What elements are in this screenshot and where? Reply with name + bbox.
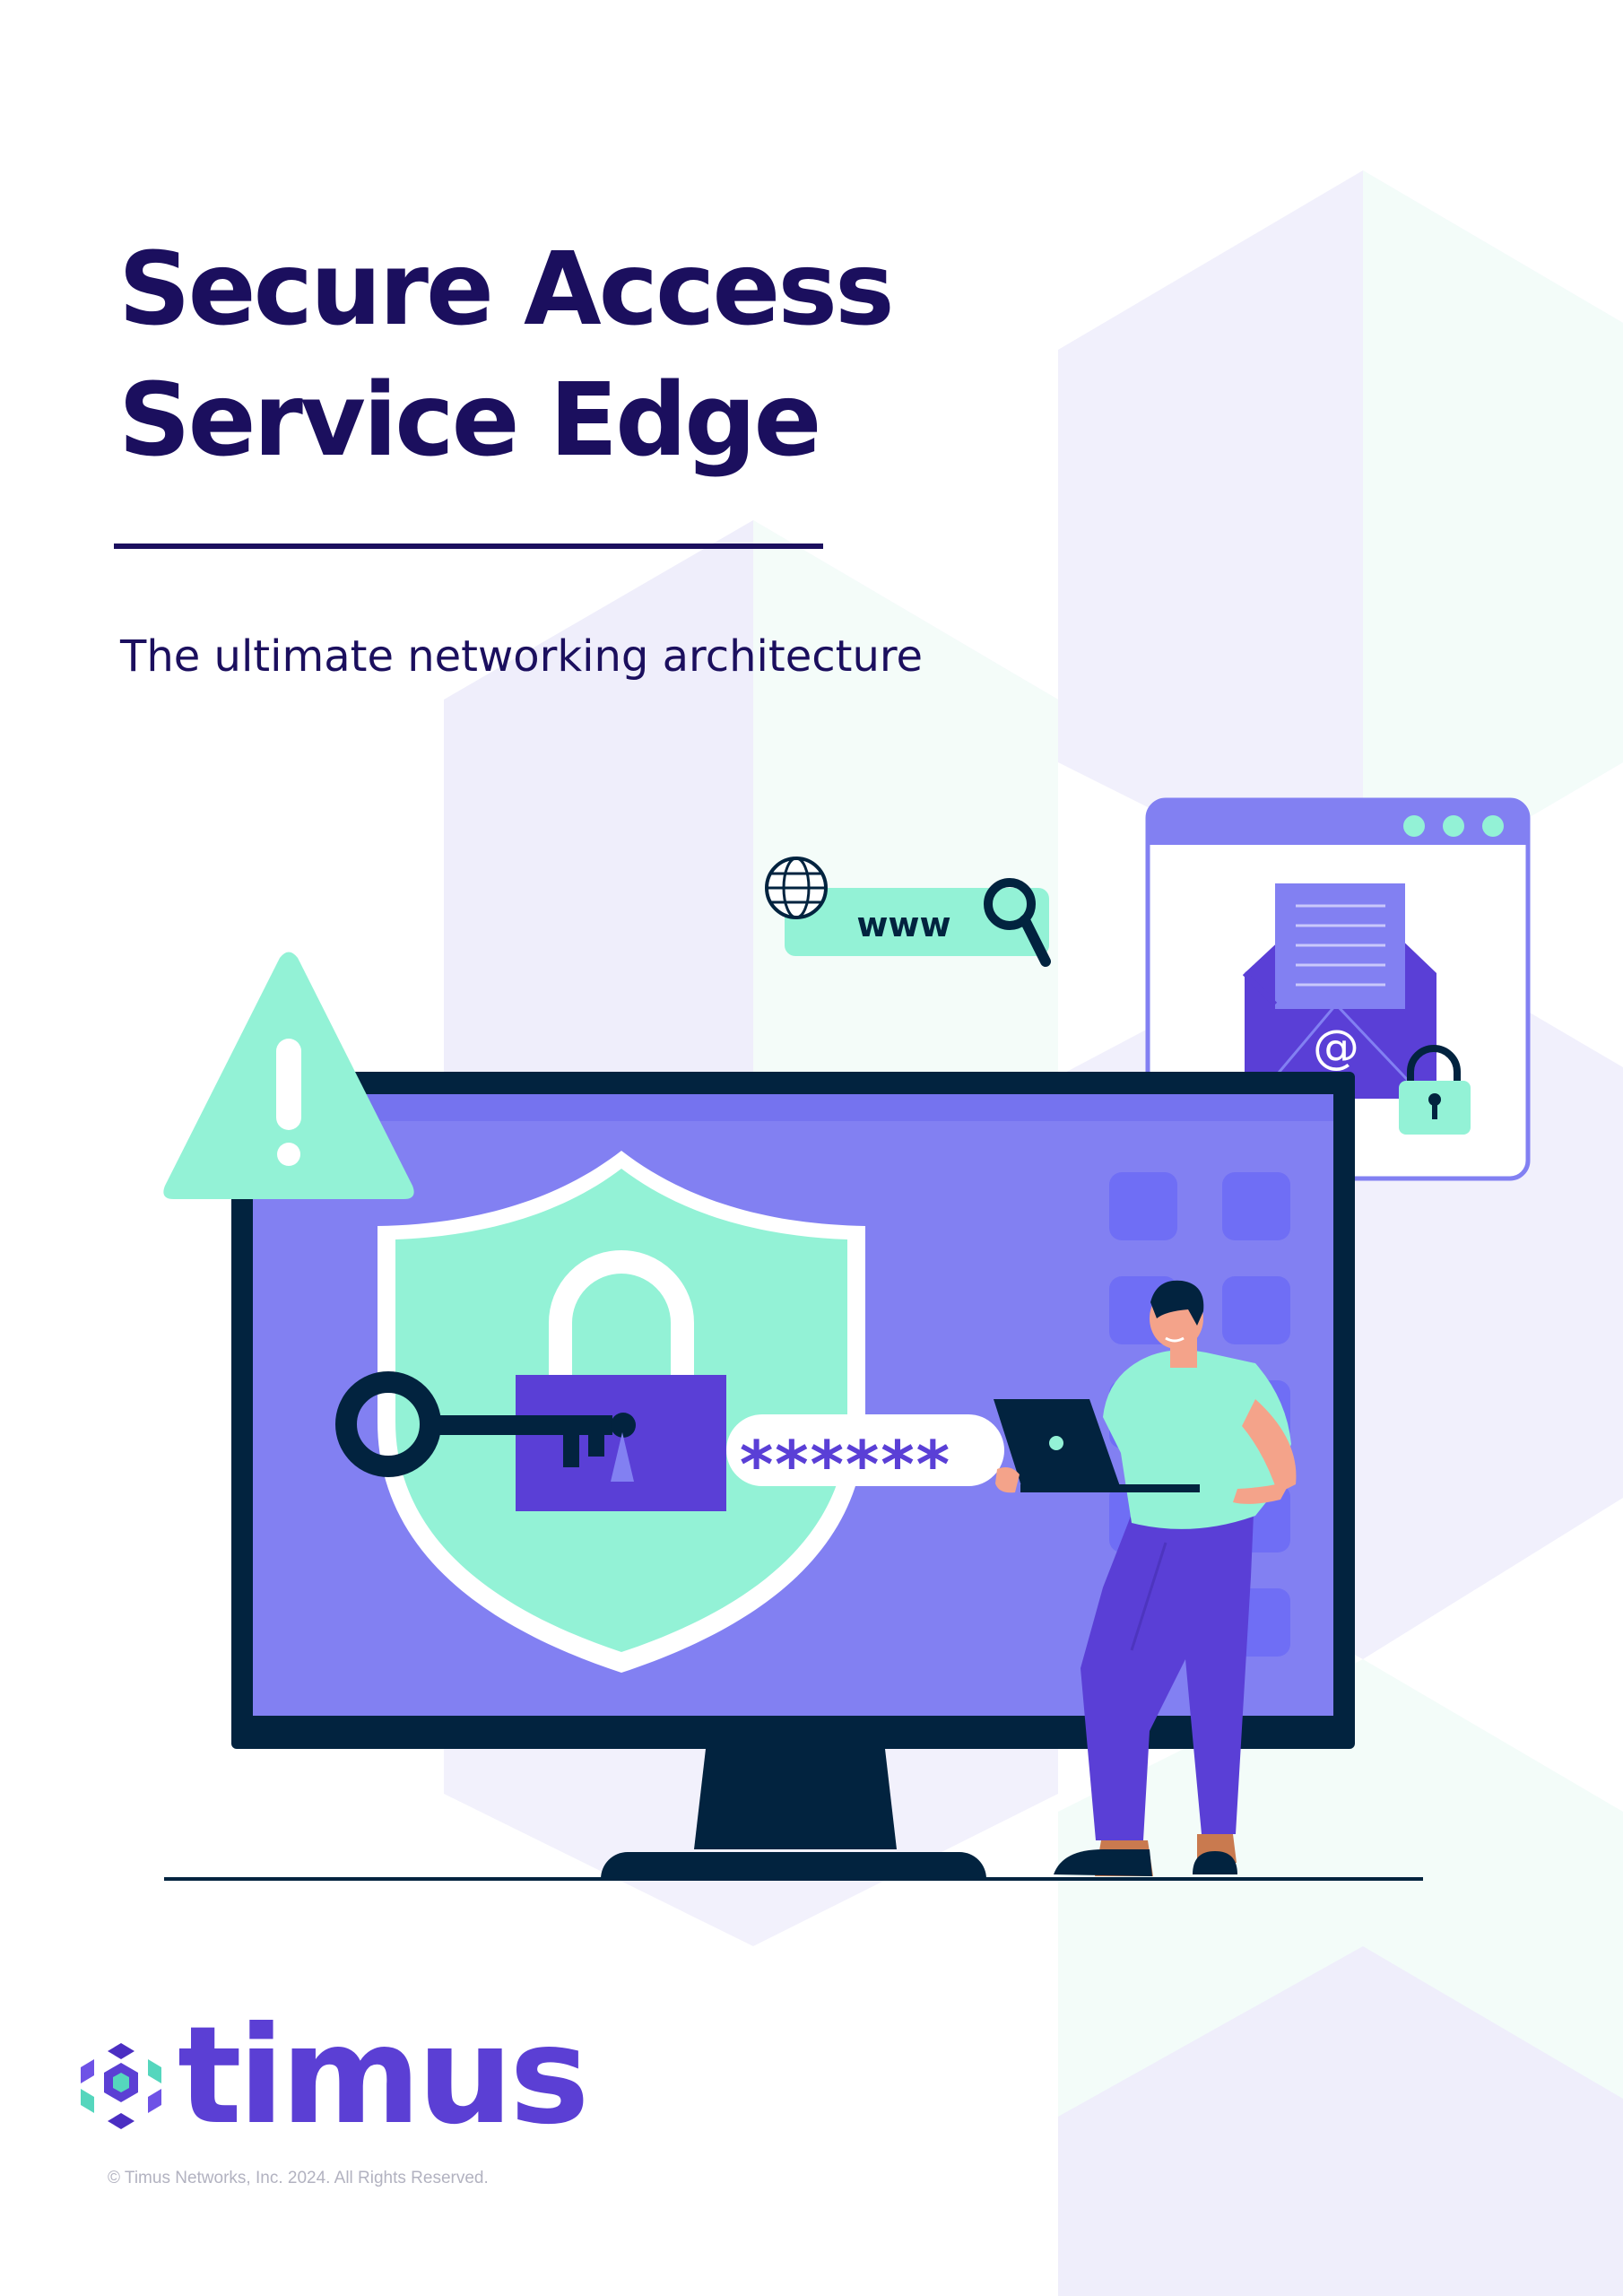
password-asterisks: ****** — [737, 1427, 949, 1502]
key-icon — [335, 1371, 636, 1482]
subtitle: The ultimate networking architecture — [120, 631, 924, 682]
person-with-laptop — [994, 1280, 1297, 1876]
title-line-1: Secure Access — [118, 231, 895, 348]
brand-wordmark: timus — [178, 1998, 589, 2154]
small-padlock-icon — [1399, 1045, 1471, 1135]
url-search-bar: www — [785, 888, 1049, 956]
padlock-icon — [516, 1250, 726, 1511]
security-illustration: @ www — [163, 797, 1531, 1881]
title-line-2: Service Edge — [118, 362, 821, 479]
password-field: ****** — [726, 1414, 1004, 1502]
email-at-symbol: @ — [1313, 1021, 1359, 1074]
globe-icon — [765, 857, 828, 919]
page-title: Secure Access Service Edge — [118, 224, 895, 486]
url-bar-text: www — [856, 905, 950, 944]
warning-triangle-icon — [163, 952, 414, 1199]
floor-line — [164, 1877, 1423, 1881]
brand-logo-icon — [81, 2043, 161, 2129]
copyright-notice: © Timus Networks, Inc. 2024. All Rights … — [108, 2169, 489, 2187]
magnifier-icon — [984, 878, 1051, 967]
envelope-icon: @ — [1242, 883, 1436, 1099]
title-divider — [114, 544, 823, 549]
